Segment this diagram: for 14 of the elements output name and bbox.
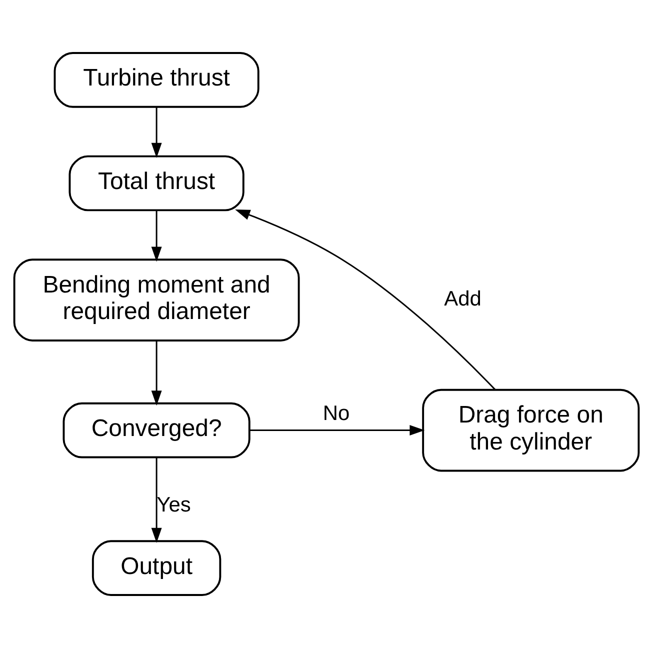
arrow — [151, 340, 162, 406]
node-box: Total thrust — [68, 154, 244, 211]
edge-label: Add — [444, 287, 482, 310]
node-box: Converged? — [62, 402, 250, 458]
node-box: Turbine thrust — [54, 52, 260, 108]
edge-label: No — [322, 402, 350, 425]
arrow — [151, 210, 162, 262]
arrow — [250, 424, 425, 436]
node-box: Bending moment and required diameter — [13, 258, 300, 341]
arrow — [151, 457, 162, 542]
arrow — [151, 106, 162, 158]
node-box: Output — [92, 540, 222, 596]
node-box: Drag force on the cylinder — [422, 388, 640, 472]
arrow — [235, 209, 496, 390]
